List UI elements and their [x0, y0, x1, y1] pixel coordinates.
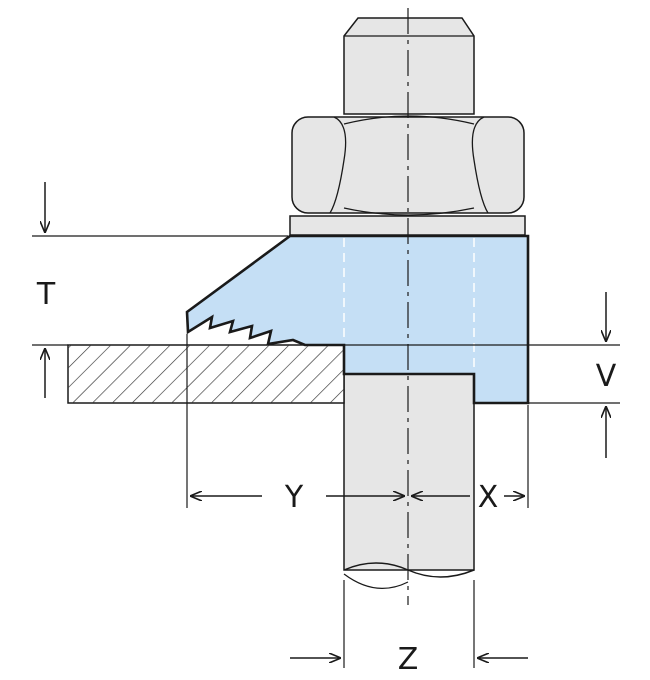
bolt-hole-hidden-lines [343, 238, 475, 372]
label-t: T [36, 277, 56, 312]
dimension-v: V [596, 292, 617, 458]
dimension-x: X [412, 480, 524, 515]
dimension-y: Y [191, 480, 404, 515]
dimension-z: Z [290, 642, 528, 677]
label-v: V [596, 359, 617, 394]
extension-lines [32, 235, 620, 668]
workpiece [67, 344, 345, 404]
clamp-body [185, 234, 530, 405]
label-x: X [478, 480, 499, 515]
stud [343, 369, 475, 589]
label-z: Z [398, 642, 419, 677]
stud-top [343, 17, 475, 115]
dimension-t: T [36, 182, 56, 398]
label-y: Y [284, 480, 304, 515]
